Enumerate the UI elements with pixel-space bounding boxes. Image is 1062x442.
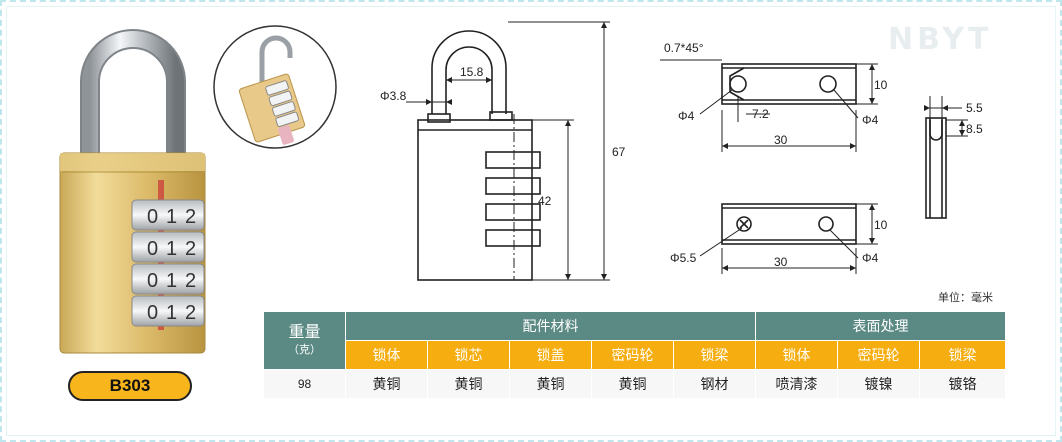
dial-wheel-1: 0 1 2 [131,199,205,231]
surface-value: 喷清漆 [755,369,839,399]
dim-side-depth: 8.5 [966,122,983,136]
dial-digit: 1 [166,302,177,324]
dial-wheel-3: 0 1 2 [131,263,205,295]
dim-plate2-height: 10 [874,218,888,232]
dim-chamfer: 0.7*45° [664,41,704,55]
brand-watermark: NBYT [888,22,993,57]
dim-shackle-diameter: Φ3.8 [380,89,407,103]
weight-header-cell: 重量 （克） [263,311,346,370]
weight-value: 98 [263,369,346,399]
surface-value: 镀铬 [919,369,1007,399]
material-value: 钢材 [672,369,757,399]
dim-plate-hole-right: Φ4 [862,113,879,127]
dial-wheel-2: 0 1 2 [131,231,205,263]
dial-digit: 1 [166,206,177,228]
dim-plate2-hole-right: Φ4 [862,251,879,265]
dial-digit: 0 [147,270,158,292]
dim-body-height: 42 [538,194,552,208]
weight-unit: （克） [288,342,321,356]
dial-digit: 1 [166,238,177,260]
weight-header: 重量 [288,321,321,341]
dim-plate-height: 10 [874,78,888,92]
dial-digit: 2 [185,206,196,228]
dim-plate2-length: 30 [774,255,788,269]
dial-digit: 0 [147,238,158,260]
material-column-header: 锁体 [345,340,428,370]
dim-plate2-hole: Φ5.5 [670,251,697,265]
material-value: 黄铜 [509,369,592,399]
material-column-header: 密码轮 [591,340,674,370]
spec-table: 重量 （克） 配件材料 表面处理 锁体 锁芯 锁盖 密码轮 锁梁 锁体 密码轮 … [263,311,1007,399]
dim-shackle-width: 15.8 [460,65,484,79]
surface-column-header: 锁梁 [919,340,1007,370]
dial-digit: 2 [185,270,196,292]
material-value: 黄铜 [345,369,428,399]
dial-wheel-4: 0 1 2 [131,295,205,327]
page-frame-inner [6,6,1056,436]
table-row: 98 黄铜 黄铜 黄铜 黄铜 钢材 喷清漆 镀镍 镀铬 [263,369,1007,399]
dial-digit: 1 [166,270,177,292]
material-column-header: 锁芯 [427,340,510,370]
dial-digit: 2 [185,302,196,324]
open-lock-inset [213,25,337,149]
material-value: 黄铜 [427,369,510,399]
material-value: 黄铜 [591,369,674,399]
material-column-header: 锁梁 [672,340,757,370]
dim-side-width: 5.5 [966,101,983,115]
dial-digit: 0 [147,206,158,228]
unit-label: 单位：毫米 [938,291,993,304]
padlock-photo: 0 1 2 0 1 2 0 1 2 0 1 2 [59,29,206,354]
dim-plate-hole: Φ4 [678,109,695,123]
front-view-drawing: 15.8 Φ3.8 67 42 [380,21,626,281]
surface-value: 镀镍 [837,369,921,399]
surface-column-header: 密码轮 [837,340,921,370]
dial-digit: 0 [147,302,158,324]
dim-plate-offset: 7.2 [752,107,769,121]
plate-view-bottom: 10 Φ5.5 Φ4 30 [670,203,888,274]
dim-plate-length: 30 [774,133,788,147]
side-view-drawing: 5.5 8.5 [924,96,983,219]
surface-column-header: 锁体 [755,340,839,370]
material-column-header: 锁盖 [509,340,592,370]
materials-group-header: 配件材料 [344,311,757,341]
model-badge: B303 [68,371,192,401]
surface-group-header: 表面处理 [755,311,1007,341]
dial-digit: 2 [185,238,196,260]
plate-view-top: 0.7*45° 10 Φ4 7.2 Φ4 30 [660,41,888,152]
dim-total-height: 67 [612,145,626,159]
